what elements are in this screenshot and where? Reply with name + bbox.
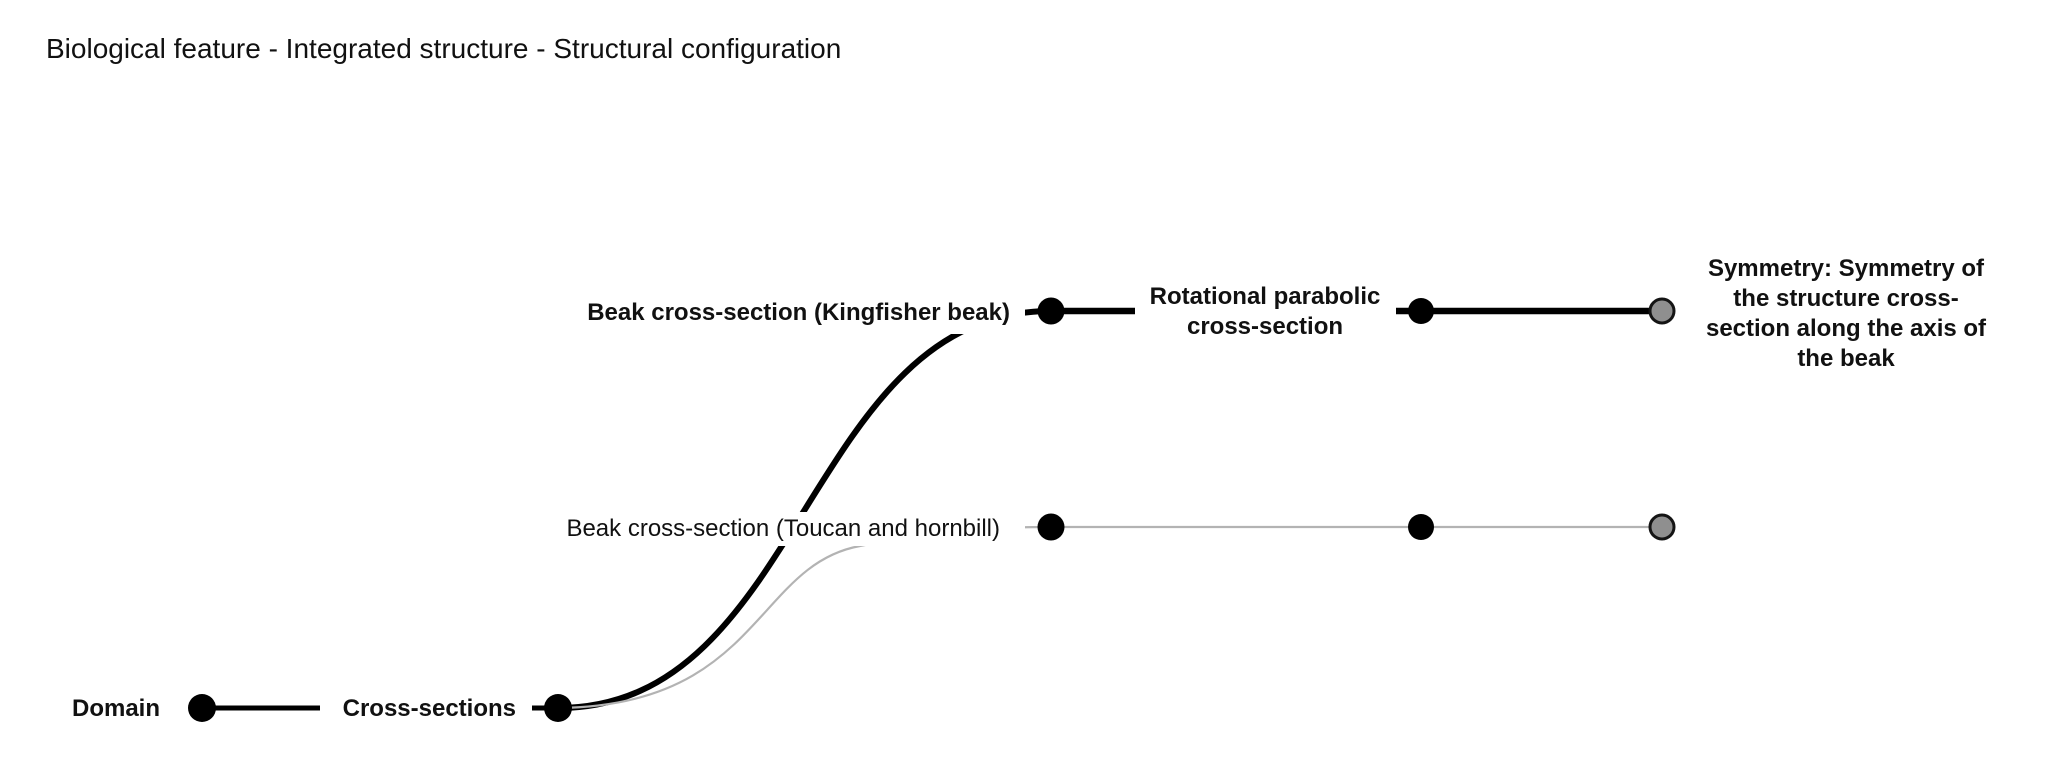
page-title: Biological feature - Integrated structur… <box>46 33 841 64</box>
label-symmetry-leaf[interactable]: Symmetry: Symmetry of the structure cros… <box>1706 255 1987 372</box>
node-rotational-parabolic[interactable] <box>1408 298 1434 324</box>
label-bg-toucan <box>558 512 1025 546</box>
nodes-layer <box>188 297 1676 722</box>
label-cross-sections[interactable]: Cross-sections <box>343 695 516 722</box>
node-cross-sections[interactable] <box>544 694 572 722</box>
label-beak-kingfisher[interactable]: Beak cross-section (Kingfisher beak) <box>587 299 1010 326</box>
edge-cross-sections-to-toucan <box>557 525 1051 710</box>
label-symmetry-line-3[interactable]: section along the axis of <box>1706 315 1987 342</box>
labels-layer: Biological feature - Integrated structur… <box>46 33 1987 722</box>
label-bg-kingfisher <box>580 296 1025 334</box>
label-beak-toucan[interactable]: Beak cross-section (Toucan and hornbill) <box>566 515 1000 542</box>
label-rotational-line-1[interactable]: Rotational parabolic <box>1150 283 1381 310</box>
label-domain[interactable]: Domain <box>72 695 160 722</box>
node-beak-toucan[interactable] <box>1037 513 1065 541</box>
edge-cross-sections-to-kingfisher <box>555 308 1054 711</box>
label-symmetry-line-1[interactable]: Symmetry: Symmetry of <box>1708 255 1985 282</box>
label-rotational-line-2[interactable]: cross-section <box>1187 313 1343 340</box>
node-beak-kingfisher[interactable] <box>1037 297 1065 325</box>
edges-layer <box>202 307 1662 711</box>
node-domain[interactable] <box>188 694 216 722</box>
label-bg-rotational <box>1135 281 1396 341</box>
label-symmetry-line-4[interactable]: the beak <box>1797 345 1895 372</box>
node-toucan-mid[interactable] <box>1408 514 1434 540</box>
node-symmetry-leaf[interactable] <box>1648 297 1676 325</box>
label-bg-cross-sections <box>320 692 532 724</box>
node-toucan-leaf[interactable] <box>1648 513 1676 541</box>
label-backgrounds <box>320 281 1396 724</box>
label-rotational-parabolic[interactable]: Rotational parabolic cross-section <box>1150 283 1381 340</box>
label-symmetry-line-2[interactable]: the structure cross- <box>1733 285 1958 312</box>
